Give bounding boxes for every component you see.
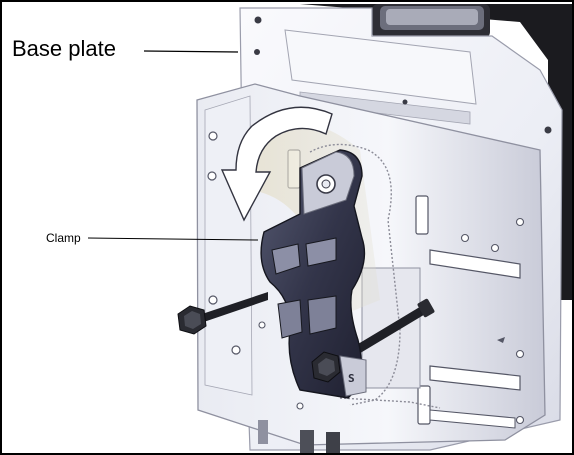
clamp-leader	[87, 237, 259, 241]
clamp-label: Clamp	[46, 231, 81, 245]
bolt-head-icon	[177, 305, 207, 335]
bottom-connectors	[258, 420, 340, 455]
top-handle	[372, 4, 490, 38]
bolt-left	[190, 292, 268, 326]
clamp: S	[260, 149, 367, 399]
clamp-outline-dashed	[309, 143, 401, 406]
device-body	[300, 4, 574, 300]
clamp-marking: S	[348, 372, 355, 385]
base-plate-leader	[143, 50, 239, 53]
base-plate-label: Base plate	[12, 36, 116, 61]
nut-icon	[311, 351, 341, 383]
rotation-arrow-icon	[220, 106, 333, 222]
